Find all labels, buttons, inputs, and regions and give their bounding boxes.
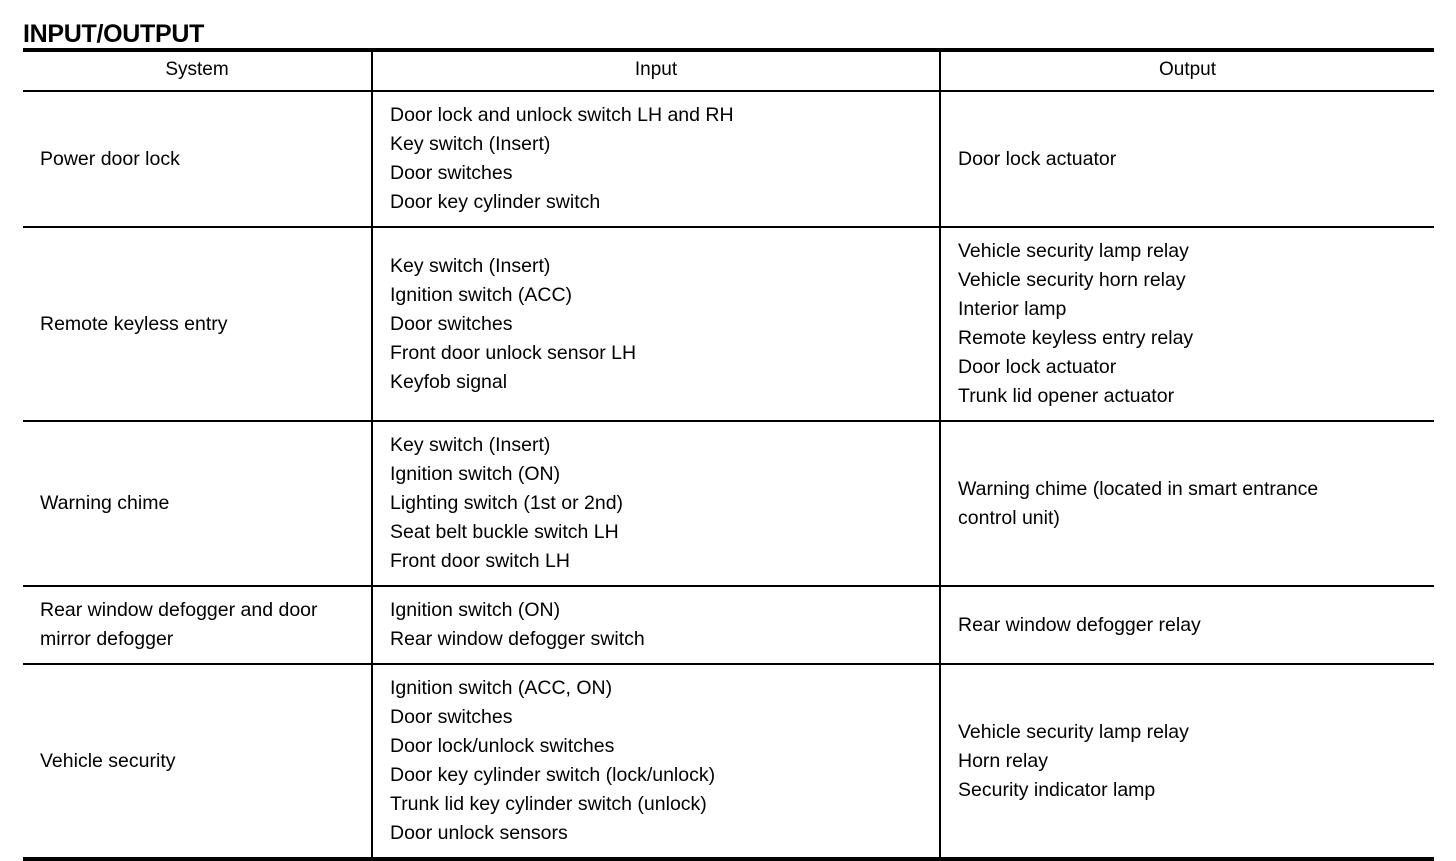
- system-label: Vehicle security: [40, 749, 176, 772]
- list-item: Security indicator lamp: [958, 778, 1156, 801]
- table-body: Power door lock Door lock and unlock swit…: [23, 91, 1434, 861]
- list-item: Ignition switch (ON): [390, 599, 561, 621]
- list-item: Vehicle security lamp relay: [958, 240, 1189, 262]
- input-list: Ignition switch (ON) Rear window defogger…: [390, 596, 939, 654]
- cell-system: Power door lock: [23, 91, 372, 228]
- list-item: Seat belt buckle switch LH: [390, 521, 619, 543]
- system-label: Remote keyless entry: [40, 312, 228, 335]
- cell-input: Door lock and unlock switch LH and RH Key…: [371, 91, 940, 228]
- cell-system: Remote keyless entry: [23, 227, 372, 422]
- list-item: Ignition switch (ACC, ON): [390, 677, 613, 699]
- table-row: Remote keyless entry Key switch (Insert) I…: [23, 227, 1434, 422]
- table-header-row: System Input Output: [23, 48, 1434, 92]
- list-item: Door switches: [390, 162, 513, 184]
- page-title: INPUT/OUTPUT: [23, 19, 205, 48]
- list-item: Door lock actuator: [958, 356, 1117, 378]
- list-item: Door lock and unlock switch LH and RH: [390, 104, 734, 126]
- input-list: Door lock and unlock switch LH and RH Key…: [390, 101, 939, 217]
- cell-input: Key switch (Insert) Ignition switch (ON) L…: [371, 421, 940, 587]
- list-item: Door key cylinder switch (lock/unlock): [390, 764, 716, 786]
- list-item: Trunk lid key cylinder switch (unlock): [390, 793, 707, 815]
- system-label: Rear window defogger and door mirror def…: [40, 599, 318, 650]
- system-label: Warning chime: [40, 492, 170, 514]
- list-item: Key switch (Insert): [390, 434, 551, 456]
- list-item: Warning chime (located in smart entrance: [958, 477, 1319, 500]
- system-label: Power door lock: [40, 147, 180, 170]
- list-item: Door key cylinder switch: [390, 191, 601, 213]
- input-list: Key switch (Insert) Ignition switch (ON) L…: [390, 431, 939, 576]
- table-header: System Input Output: [23, 48, 1434, 92]
- list-item: Front door unlock sensor LH: [390, 341, 637, 364]
- list-item: Vehicle security horn relay: [958, 269, 1186, 291]
- output-list: Door lock actuator: [958, 145, 1434, 174]
- cell-output: Door lock actuator: [939, 91, 1434, 228]
- list-item: Key switch (Insert): [390, 133, 551, 155]
- list-item: Interior lamp: [958, 298, 1067, 320]
- column-header-system: System: [23, 48, 372, 92]
- cell-system: Rear window defogger and door mirror def…: [23, 586, 372, 665]
- table-row: Power door lock Door lock and unlock swit…: [23, 91, 1434, 228]
- list-item: Door switches: [390, 706, 513, 728]
- table-row: Rear window defogger and door mirror def…: [23, 586, 1434, 665]
- input-list: Key switch (Insert) Ignition switch (ACC)…: [390, 252, 939, 397]
- table-row: Vehicle security Ignition switch (ACC, ON…: [23, 664, 1434, 861]
- list-item: Rear window defogger switch: [390, 628, 645, 650]
- list-item: Keyfob signal: [390, 370, 508, 393]
- table-row: Warning chime Key switch (Insert) Ignition…: [23, 421, 1434, 587]
- list-item: Door unlock sensors: [390, 822, 568, 844]
- list-item: Trunk lid opener actuator: [958, 385, 1175, 407]
- list-item: Ignition switch (ON): [390, 463, 561, 485]
- list-item: Horn relay: [958, 749, 1048, 772]
- list-item: Door lock/unlock switches: [390, 735, 615, 757]
- list-item: Lighting switch (1st or 2nd): [390, 492, 624, 514]
- cell-input: Ignition switch (ON) Rear window defogger…: [371, 586, 940, 665]
- list-item: Remote keyless entry relay: [958, 327, 1194, 349]
- output-list: Rear window defogger relay: [958, 611, 1434, 640]
- column-header-output: Output: [939, 48, 1434, 92]
- column-header-input: Input: [371, 48, 940, 92]
- list-item: Ignition switch (ACC): [390, 283, 573, 306]
- output-list: Warning chime (located in smart entrance…: [958, 475, 1434, 533]
- list-item: Door lock actuator: [958, 147, 1117, 170]
- list-item: Door switches: [390, 312, 513, 335]
- cell-system: Vehicle security: [23, 664, 372, 861]
- list-item: Key switch (Insert): [390, 254, 551, 277]
- cell-output: Warning chime (located in smart entrance…: [939, 421, 1434, 587]
- list-item: Vehicle security lamp relay: [958, 720, 1189, 743]
- cell-system: Warning chime: [23, 421, 372, 587]
- cell-output: Rear window defogger relay: [939, 586, 1434, 665]
- list-item: Rear window defogger relay: [958, 613, 1201, 636]
- cell-input: Key switch (Insert) Ignition switch (ACC)…: [371, 227, 940, 422]
- list-item: control unit): [958, 506, 1060, 529]
- list-item: Front door switch LH: [390, 550, 570, 572]
